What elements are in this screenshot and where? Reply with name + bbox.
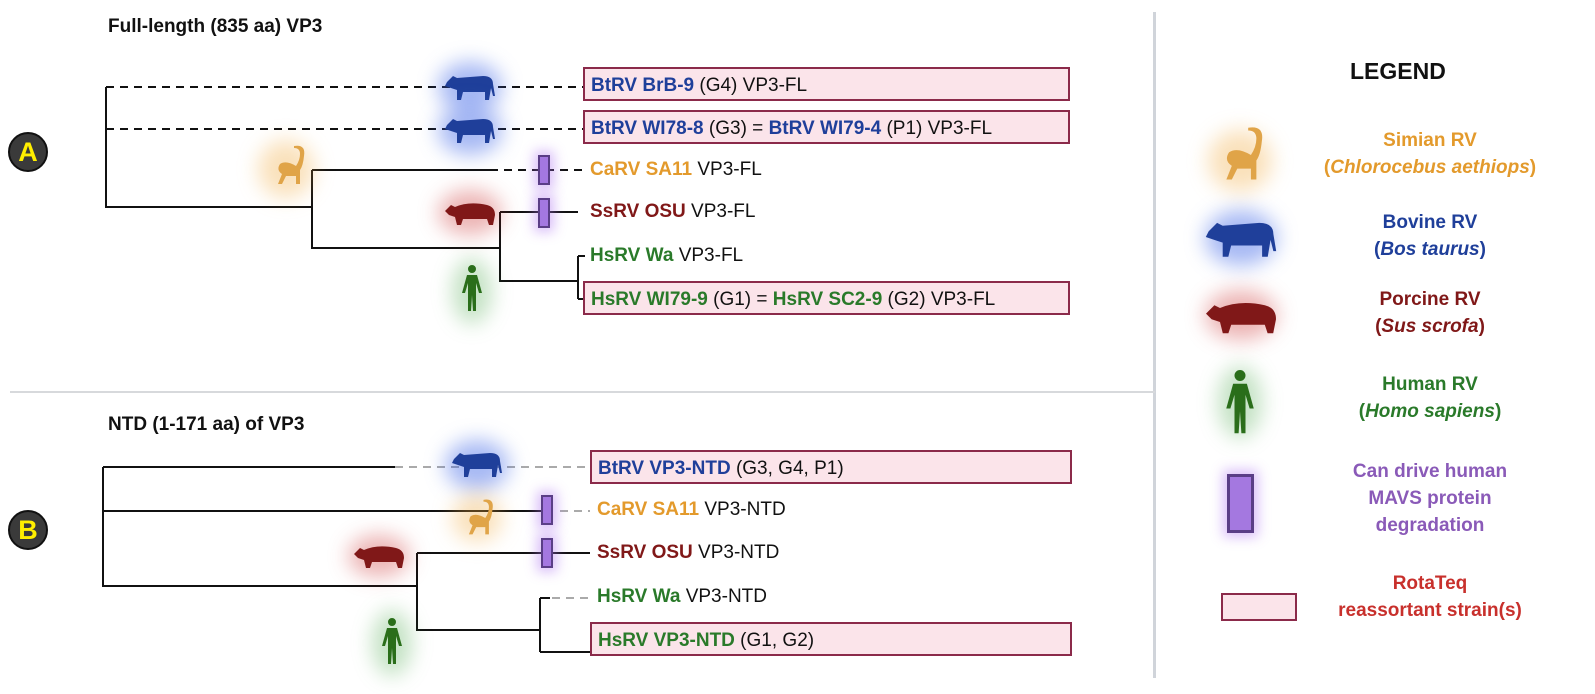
- strain-name: BtRV WI78-8: [591, 118, 704, 139]
- strain-detail: (G3, G4, P1): [730, 458, 844, 479]
- strain-name: HsRV Wa: [590, 245, 674, 266]
- leaf-label: BtRV WI78-8 (G3) = BtRV WI79-4 (P1) VP3-…: [583, 110, 1070, 144]
- strain-name: CaRV SA11: [597, 499, 700, 520]
- legend-simian-name: Simian RV: [1383, 130, 1477, 151]
- legend-bovine-name: Bovine RV: [1382, 212, 1478, 233]
- leaf-label: CaRV SA11 VP3-NTD: [597, 493, 786, 527]
- panel-a-badge: A: [8, 132, 48, 172]
- strain-detail: VP3-NTD: [680, 586, 767, 607]
- mavs-marker: [538, 155, 550, 185]
- monkey-icon: [278, 145, 305, 184]
- panel-b-badge: B: [8, 510, 48, 550]
- legend-porcine: Porcine RV (Sus scrofa): [1240, 286, 1595, 340]
- leaf-label: HsRV VP3-NTD (G1, G2): [590, 622, 1072, 656]
- mavs-marker: [541, 495, 553, 525]
- legend-mavs-line1: Can drive human: [1352, 461, 1508, 482]
- cow-icon: [452, 453, 502, 477]
- pig-icon: [354, 546, 404, 568]
- panel-b-title: NTD (1-171 aa) of VP3: [108, 414, 305, 435]
- branch: [311, 170, 500, 249]
- legend-porcine-name: Porcine RV: [1379, 289, 1481, 310]
- strain-detail: (G1) =: [707, 289, 773, 310]
- monkey-icon: [468, 499, 493, 535]
- cow-icon: [445, 119, 495, 143]
- leaf-label: BtRV VP3-NTD (G3, G4, P1): [590, 450, 1072, 484]
- legend-mavs-line3: degradation: [1375, 515, 1485, 536]
- legend-simian: Simian RV (Chlorocebus aethiops): [1240, 127, 1595, 181]
- strain-name: BtRV BrB-9: [591, 75, 695, 96]
- leaf-label: HsRV WI79-9 (G1) = HsRV SC2-9 (G2) VP3-F…: [583, 281, 1070, 315]
- legend-rotateq-line2: reassortant strain(s): [1338, 600, 1522, 621]
- pig-icon: [445, 203, 495, 225]
- mavs-marker: [541, 538, 553, 568]
- legend-human-species: Homo sapiens: [1365, 401, 1495, 422]
- legend-bovine-species: Bos taurus: [1380, 239, 1480, 260]
- legend-simian-species: Chlorocebus aethiops: [1330, 157, 1530, 178]
- legend-rotateq-line1: RotaTeq: [1392, 573, 1468, 594]
- strain-name: BtRV VP3-NTD: [598, 458, 731, 479]
- panel-a-title: Full-length (835 aa) VP3: [108, 16, 323, 37]
- branch: [102, 467, 417, 587]
- leaf-label: CaRV SA11 VP3-FL: [590, 153, 762, 187]
- legend-rotateq: RotaTeq reassortant strain(s): [1240, 570, 1595, 624]
- leaf-label: HsRV Wa VP3-NTD: [597, 580, 767, 614]
- legend-title: LEGEND: [1350, 58, 1446, 84]
- legend-porcine-species: Sus scrofa: [1381, 316, 1479, 337]
- strain-detail: VP3-FL: [673, 245, 744, 266]
- strain-detail: VP3-NTD: [699, 499, 786, 520]
- human-icon: [382, 618, 402, 664]
- strain-name: BtRV WI79-4: [768, 118, 882, 139]
- strain-detail: (G3) =: [703, 118, 769, 139]
- strain-detail: (P1) VP3-FL: [881, 118, 993, 139]
- leaf-label: HsRV Wa VP3-FL: [590, 239, 743, 273]
- strain-name: HsRV WI79-9: [591, 289, 708, 310]
- strain-name: CaRV SA11: [590, 159, 693, 180]
- branch: [105, 87, 312, 208]
- cow-icon: [445, 76, 495, 100]
- mavs-marker: [538, 198, 550, 228]
- panel-divider: [10, 391, 1155, 393]
- strain-detail: VP3-NTD: [692, 542, 780, 563]
- strain-name: SsRV OSU: [597, 542, 693, 563]
- branch: [539, 597, 590, 653]
- leaf-label: SsRV OSU VP3-FL: [590, 195, 755, 229]
- leaf-label: BtRV BrB-9 (G4) VP3-FL: [583, 67, 1070, 101]
- strain-detail: (G2) VP3-FL: [882, 289, 996, 310]
- branch: [416, 553, 540, 631]
- strain-detail: (G4) VP3-FL: [694, 75, 808, 96]
- strain-detail: VP3-FL: [692, 159, 762, 180]
- strain-name: SsRV OSU: [590, 201, 686, 222]
- legend-rotateq-swatch: [1221, 593, 1297, 621]
- leaf-label: SsRV OSU VP3-NTD: [597, 536, 779, 570]
- human-icon: [462, 265, 482, 311]
- legend-mavs-line2: MAVS protein: [1368, 488, 1492, 509]
- strain-name: HsRV Wa: [597, 586, 681, 607]
- legend-human-name: Human RV: [1382, 374, 1478, 395]
- legend-human: Human RV (Homo sapiens): [1240, 371, 1595, 425]
- legend-mavs: Can drive human MAVS protein degradation: [1240, 458, 1595, 539]
- strain-name: HsRV VP3-NTD: [598, 630, 735, 651]
- strain-detail: VP3-FL: [685, 201, 756, 222]
- strain-detail: (G1, G2): [734, 630, 815, 651]
- strain-name: HsRV SC2-9: [772, 289, 883, 310]
- branch: [499, 212, 578, 282]
- legend-mavs-marker: [1227, 474, 1254, 533]
- legend-bovine: Bovine RV (Bos taurus): [1240, 209, 1595, 263]
- vertical-divider: [1153, 12, 1156, 678]
